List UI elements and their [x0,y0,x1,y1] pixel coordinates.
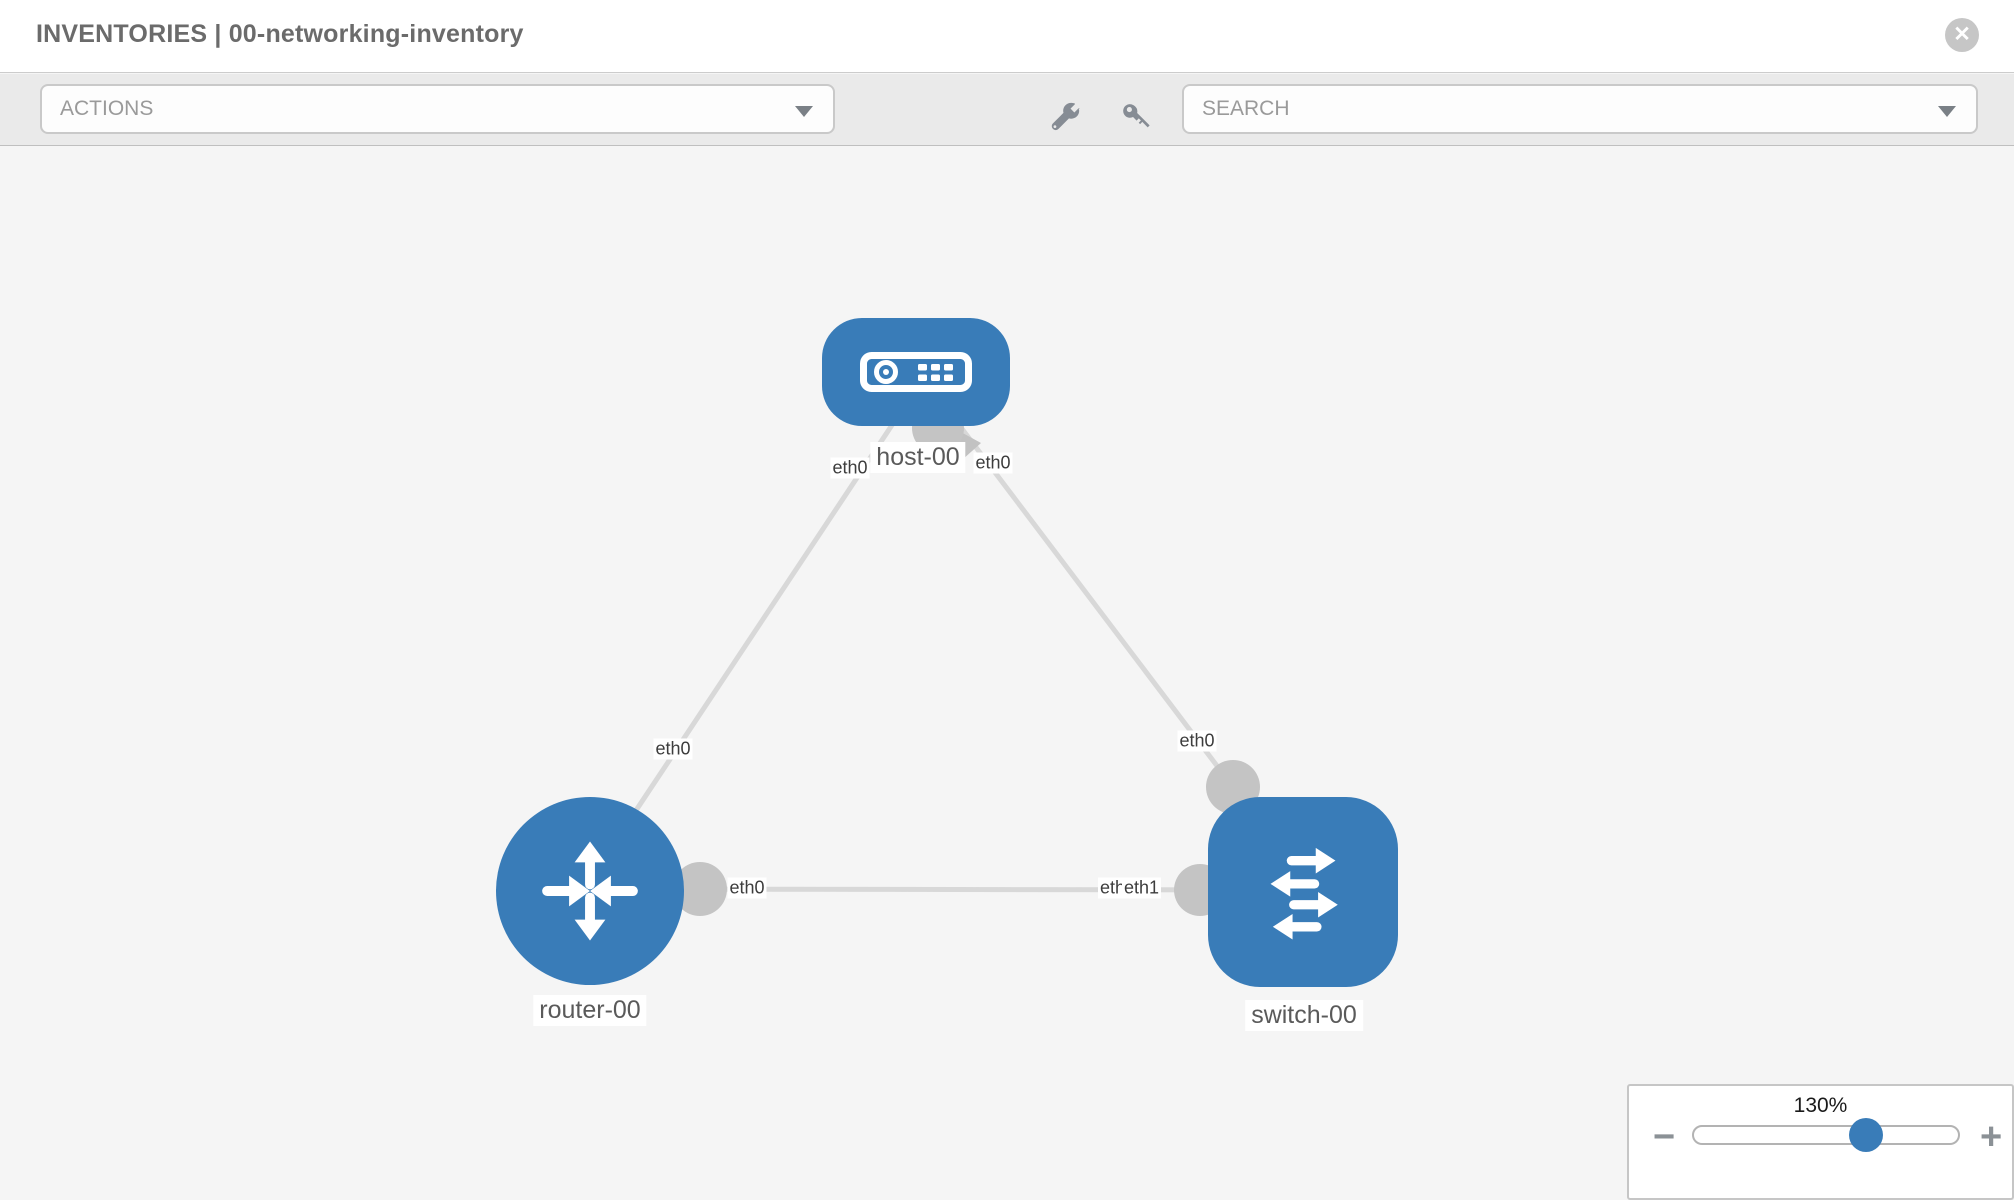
interface-label: eth0 [1177,730,1217,752]
interface-label: eth0 [830,457,870,479]
actions-dropdown-label: ACTIONS [60,97,154,120]
topology-canvas[interactable]: host-00 router-00 switch-00 eth0 eth0 et… [0,147,2014,1200]
chevron-down-icon [1938,106,1956,117]
link-host-switch[interactable] [948,411,1235,789]
zoom-control-panel: 130% − + [1627,1084,2014,1200]
node-label-switch: switch-00 [1245,1000,1363,1031]
page-title: INVENTORIES | 00-networking-inventory [36,20,524,48]
key-icon[interactable] [1112,93,1160,141]
interface-label: eth1 [1122,877,1162,899]
zoom-level: 130% [1793,1094,1848,1117]
interface-label: eth0 [973,452,1013,474]
topology-links [619,402,1281,916]
switch-icon [1270,847,1338,940]
node-label-host: host-00 [870,442,966,473]
close-icon[interactable]: ✕ [1945,18,1979,52]
chevron-down-icon [795,106,813,117]
actions-dropdown[interactable]: ACTIONS [40,84,835,134]
interface-label: eth0 [727,877,767,899]
interface-label: eth0 [653,738,693,760]
wrench-icon[interactable] [1049,100,1083,134]
router-icon [542,841,638,941]
zoom-out-button[interactable]: − [1653,1116,1676,1158]
node-label-router: router-00 [533,995,647,1026]
search-dropdown-label: SEARCH [1202,97,1290,120]
port-router-right[interactable] [673,862,727,916]
zoom-in-button[interactable]: + [1980,1116,2003,1158]
host-icon [860,352,972,392]
node-switch-00[interactable] [1208,797,1398,987]
toolbar: ACTIONS SEARCH [0,74,2014,146]
zoom-slider[interactable] [1692,1118,1960,1152]
node-host-00[interactable] [822,318,1010,426]
panel-header: INVENTORIES | 00-networking-inventory ✕ [0,0,2014,73]
search-dropdown[interactable]: SEARCH [1182,84,1978,134]
node-router-00[interactable] [496,797,684,985]
zoom-slider-thumb[interactable] [1849,1118,1883,1152]
